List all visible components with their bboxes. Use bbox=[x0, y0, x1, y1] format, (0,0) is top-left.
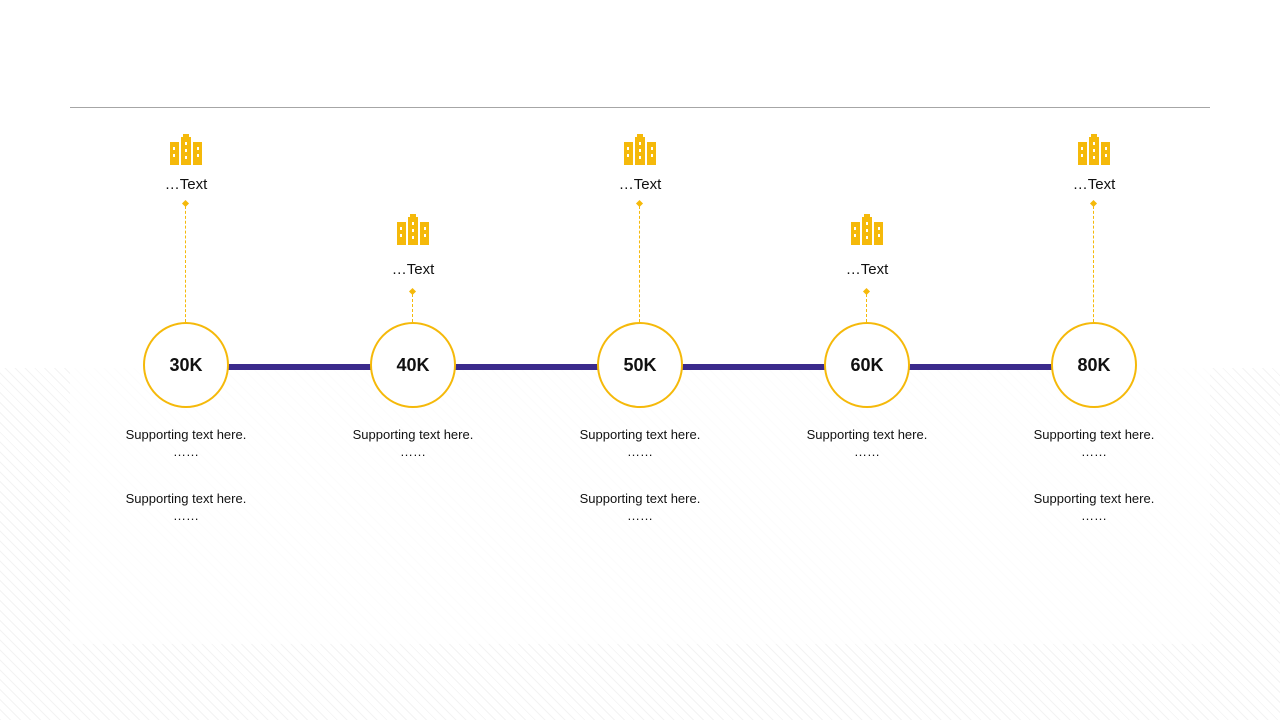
supporting-ellipsis: …… bbox=[1081, 508, 1107, 523]
content-panel bbox=[70, 368, 1210, 644]
milestone-value: 60K bbox=[850, 354, 884, 375]
connector-line bbox=[1093, 206, 1094, 322]
supporting-text: Supporting text here. bbox=[352, 427, 474, 442]
supporting-note: Supporting text here. …… bbox=[86, 426, 286, 460]
supporting-note: Supporting text here. …… bbox=[86, 490, 286, 524]
milestone-circle: 40K bbox=[370, 322, 456, 408]
milestone-5: …Text 80K Supporting text here. …… Suppor… bbox=[994, 0, 1194, 720]
milestone-1: …Text 30K Supporting text here. …… Suppor… bbox=[86, 0, 286, 720]
connector-line bbox=[412, 294, 413, 322]
supporting-ellipsis: …… bbox=[627, 444, 653, 459]
milestone-3: …Text 50K Supporting text here. …… Suppor… bbox=[540, 0, 740, 720]
buildings-icon bbox=[397, 213, 429, 245]
milestone-circle: 60K bbox=[824, 322, 910, 408]
supporting-text: Supporting text here. bbox=[1033, 491, 1155, 506]
milestone-label: …Text bbox=[845, 261, 889, 278]
supporting-note: Supporting text here. …… bbox=[313, 426, 513, 460]
milestone-circle: 30K bbox=[143, 322, 229, 408]
supporting-text: Supporting text here. bbox=[125, 491, 247, 506]
connector-line bbox=[866, 294, 867, 322]
supporting-ellipsis: …… bbox=[173, 444, 199, 459]
supporting-ellipsis: …… bbox=[173, 508, 199, 523]
milestone-circle: 80K bbox=[1051, 322, 1137, 408]
supporting-note: Supporting text here. …… bbox=[767, 426, 967, 460]
top-divider bbox=[70, 107, 1210, 108]
supporting-note: Supporting text here. …… bbox=[540, 490, 740, 524]
milestone-label: …Text bbox=[391, 261, 435, 278]
supporting-note: Supporting text here. …… bbox=[994, 426, 1194, 460]
buildings-icon bbox=[624, 133, 656, 165]
milestone-label: …Text bbox=[1072, 176, 1116, 193]
connector-line bbox=[185, 206, 186, 322]
milestone-label: …Text bbox=[618, 176, 662, 193]
supporting-ellipsis: …… bbox=[400, 444, 426, 459]
milestone-value: 50K bbox=[623, 354, 657, 375]
buildings-icon bbox=[170, 133, 202, 165]
supporting-text: Supporting text here. bbox=[579, 491, 701, 506]
supporting-note: Supporting text here. …… bbox=[540, 426, 740, 460]
milestone-value: 80K bbox=[1077, 354, 1111, 375]
supporting-ellipsis: …… bbox=[854, 444, 880, 459]
milestone-4: …Text 60K Supporting text here. …… bbox=[767, 0, 967, 720]
milestone-value: 40K bbox=[396, 354, 430, 375]
milestone-circle: 50K bbox=[597, 322, 683, 408]
connector-line bbox=[639, 206, 640, 322]
milestone-label: …Text bbox=[164, 176, 208, 193]
milestone-value: 30K bbox=[169, 354, 203, 375]
milestone-2: …Text 40K Supporting text here. …… bbox=[313, 0, 513, 720]
supporting-text: Supporting text here. bbox=[806, 427, 928, 442]
supporting-ellipsis: …… bbox=[1081, 444, 1107, 459]
supporting-text: Supporting text here. bbox=[1033, 427, 1155, 442]
supporting-text: Supporting text here. bbox=[125, 427, 247, 442]
buildings-icon bbox=[1078, 133, 1110, 165]
supporting-ellipsis: …… bbox=[627, 508, 653, 523]
supporting-note: Supporting text here. …… bbox=[994, 490, 1194, 524]
supporting-text: Supporting text here. bbox=[579, 427, 701, 442]
buildings-icon bbox=[851, 213, 883, 245]
